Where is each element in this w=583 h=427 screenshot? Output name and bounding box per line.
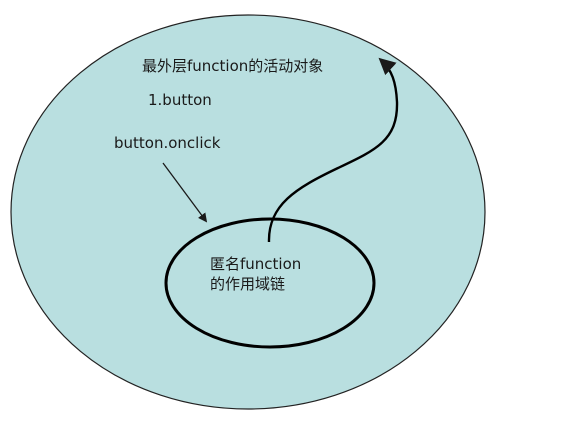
inner-scope-label-line1: 匿名function — [210, 255, 302, 273]
inner-scope-label-line2: 的作用域链 — [210, 275, 286, 294]
scope-chain-curve-arrow — [267, 57, 399, 243]
button-variable-label: 1.button — [148, 91, 212, 109]
button-onclick-label: button.onclick — [114, 134, 221, 152]
inner-scope-label: 匿名function 的作用域链 — [210, 254, 301, 295]
inner-scope-chain-ellipse — [164, 217, 376, 349]
onclick-arrow — [162, 162, 208, 223]
outer-activation-object-ellipse — [10, 14, 486, 410]
outer-function-activation-object-label: 最外层function的活动对象 — [142, 57, 324, 75]
